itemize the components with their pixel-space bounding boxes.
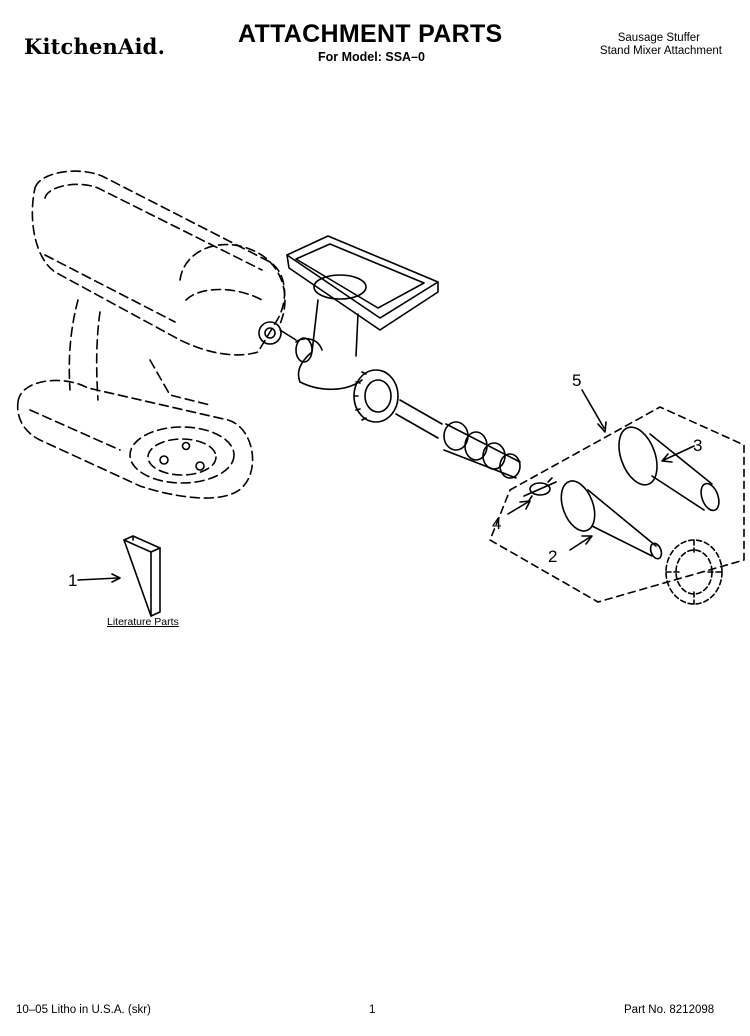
callout-arrow-3 [661,453,673,463]
grinder-body [295,299,363,391]
page-title: ATTACHMENT PARTS [238,20,503,48]
callout-arrow-2 [581,535,593,545]
callout-leader-5 [581,389,605,429]
literature-parts-label: Literature Parts [107,616,179,628]
hopper-tray [286,235,439,331]
stuffer-plate [523,477,557,503]
callout-arrow-1 [111,573,121,583]
callout-leader-2 [569,536,591,551]
stand-mixer-outline [16,170,286,499]
literature-booklet [123,535,161,617]
footer-page-number: 1 [369,1004,376,1016]
callout-leader-4 [507,501,529,515]
callout-2: 2 [548,547,558,566]
callout-arrow-5 [597,421,607,433]
callout-5: 5 [572,371,582,390]
callout-4: 4 [492,514,502,533]
callout-1: 1 [68,571,78,590]
product-name-line2: Stand Mixer Attachment [599,45,722,57]
footer-part-number: Part No. 8212098 [624,1004,715,1016]
auger [395,399,521,479]
product-name-line1: Sausage Stuffer [617,32,700,44]
kit-boundary [489,406,745,603]
footer-litho: 10–05 Litho in U.S.A. (skr) [16,1004,151,1016]
callout-arrow-4 [519,500,531,510]
model-line: For Model: SSA–0 [318,50,425,64]
callout-leader-1 [77,577,119,581]
callout-3: 3 [693,436,703,455]
stuffing-tube-large [618,426,720,512]
ring-phantom [665,539,723,605]
callout-leader-3 [663,445,695,461]
stuffing-tube-small [560,480,663,560]
brand-logo: KitchenAid. [24,34,166,59]
ring-front [353,369,399,423]
